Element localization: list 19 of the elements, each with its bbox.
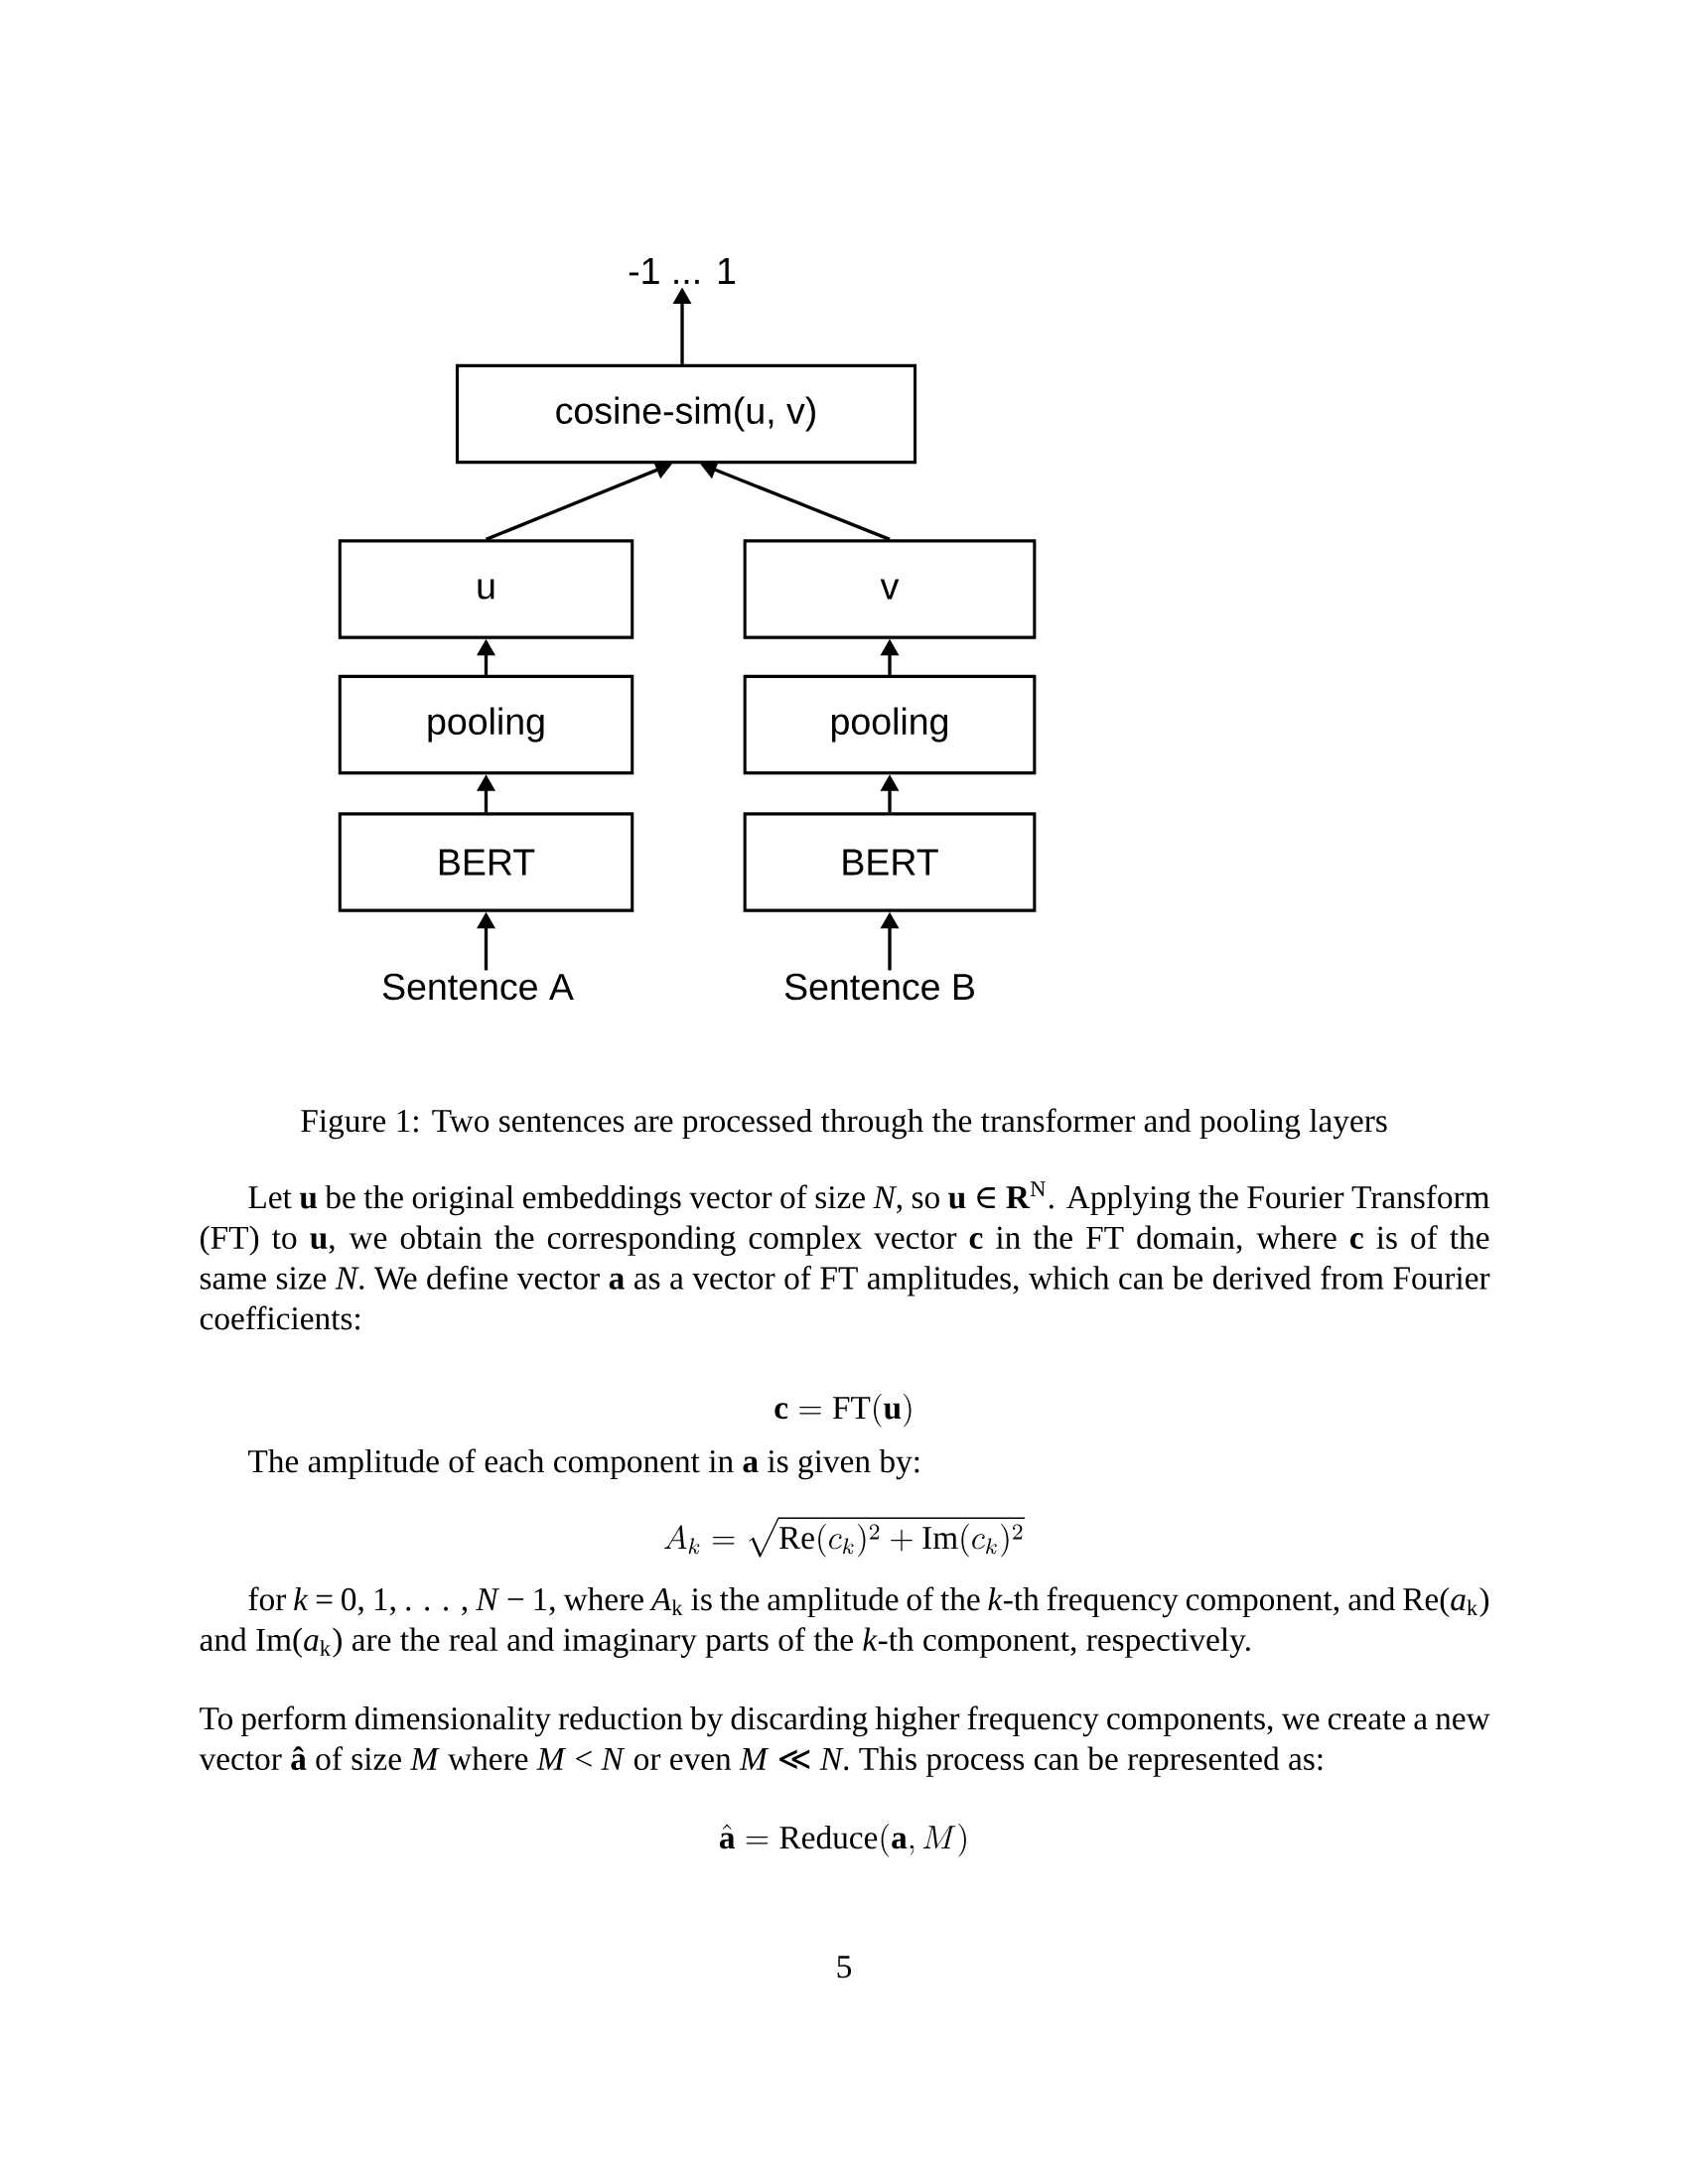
encoder-box: BERT	[338, 812, 634, 912]
equation: $\hat{\mathbf{a}} = \mathrm{Reduce}(\mathbf{a}, M)$	[719, 1824, 966, 1857]
paragraph: for k = 0, 1, . . . , N − 1, where A$_{k}$ is the amplitude of the k-th frequency component, and Re(a$_{k}$) and Im(a$_{k}$) are the real and imaginary parts of the k-th component, respectively.	[200, 1586, 1489, 1658]
pooling-box: pooling	[743, 674, 1037, 775]
vector-box: v	[743, 539, 1037, 639]
pooling-box: pooling	[338, 674, 634, 775]
paragraph: Let u be the original embeddings vector of size N, so u ∈ R$^{N}$. Applying the Fourier Transform (FT) to u, we obtain the corresponding complex vector c in the FT domain, where c is of the same size N. We define vector a as a vector of FT amplitudes, which can be derived from Fourier coefficients:	[200, 1181, 1490, 1330]
page-number: 5	[837, 1956, 852, 1979]
input-label: Sentence B	[784, 973, 974, 1001]
paragraph: The amplitude of each component in a is given by:	[248, 1448, 919, 1480]
output-range-label: -1 ... 1	[629, 258, 736, 284]
similarity-box: cosine-sim(u, v)	[455, 363, 917, 465]
input-label: Sentence A	[382, 973, 574, 1001]
equation: $A_k = \sqrt{\mathrm{Re}(c_k)^2 + \mathrm{Im}(c_k)^2}$	[664, 1517, 1026, 1558]
encoder-box: BERT	[743, 812, 1037, 912]
vector-box: u	[338, 539, 634, 639]
figure-caption: Figure 1: Two sentences are processed through the transformer and pooling layers	[301, 1108, 1387, 1140]
equation: $\mathbf{c} = \mathrm{FT}(\mathbf{u})$	[774, 1394, 912, 1428]
paragraph: To perform dimensionality reduction by discarding higher frequency components, we create a new vector â of size M where M < N or even M ≪ N. This process can be represented as:	[199, 1706, 1490, 1777]
